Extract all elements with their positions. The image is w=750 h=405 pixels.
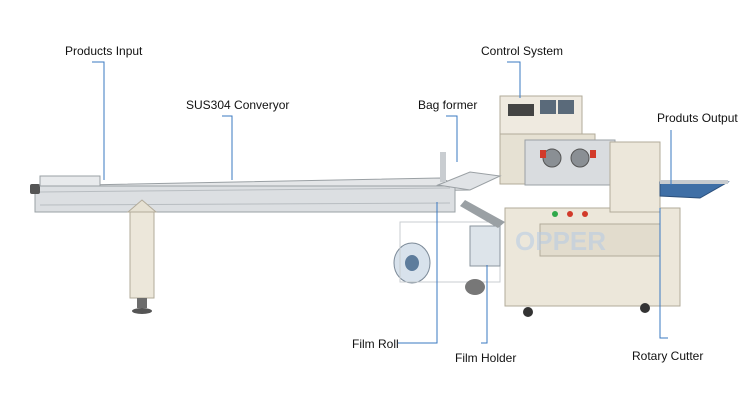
leader-rotary-cutter: [659, 208, 668, 339]
leader-control-system: [507, 61, 521, 98]
label-film-holder: Film Holder: [455, 351, 517, 365]
label-bag-former: Bag former: [418, 98, 478, 112]
label-conveyor: SUS304 Converyor: [186, 98, 290, 112]
sus304-conveyor: [30, 175, 471, 213]
output-section: [609, 141, 730, 213]
conveyor-leg: [126, 199, 158, 314]
leader-bag-former: [446, 115, 458, 162]
bag-former: [436, 152, 502, 191]
label-products-input: Products Input: [65, 44, 143, 58]
leader-film-roll: [398, 202, 438, 344]
label-rotary-cutter: Rotary Cutter: [632, 349, 704, 363]
sealing-head: [524, 139, 616, 186]
machine-cabinet: [504, 207, 681, 317]
leader-lines: [92, 61, 672, 344]
leader-products-input: [92, 61, 105, 180]
leader-conveyor: [222, 115, 233, 180]
label-control-system: Control System: [481, 44, 564, 58]
label-products-output: Produts Output: [657, 111, 738, 125]
watermark: OPPER: [515, 226, 606, 256]
leader-film-holder: [481, 265, 488, 344]
label-film-roll: Film Roll: [352, 337, 399, 351]
film-holder: [460, 200, 505, 295]
